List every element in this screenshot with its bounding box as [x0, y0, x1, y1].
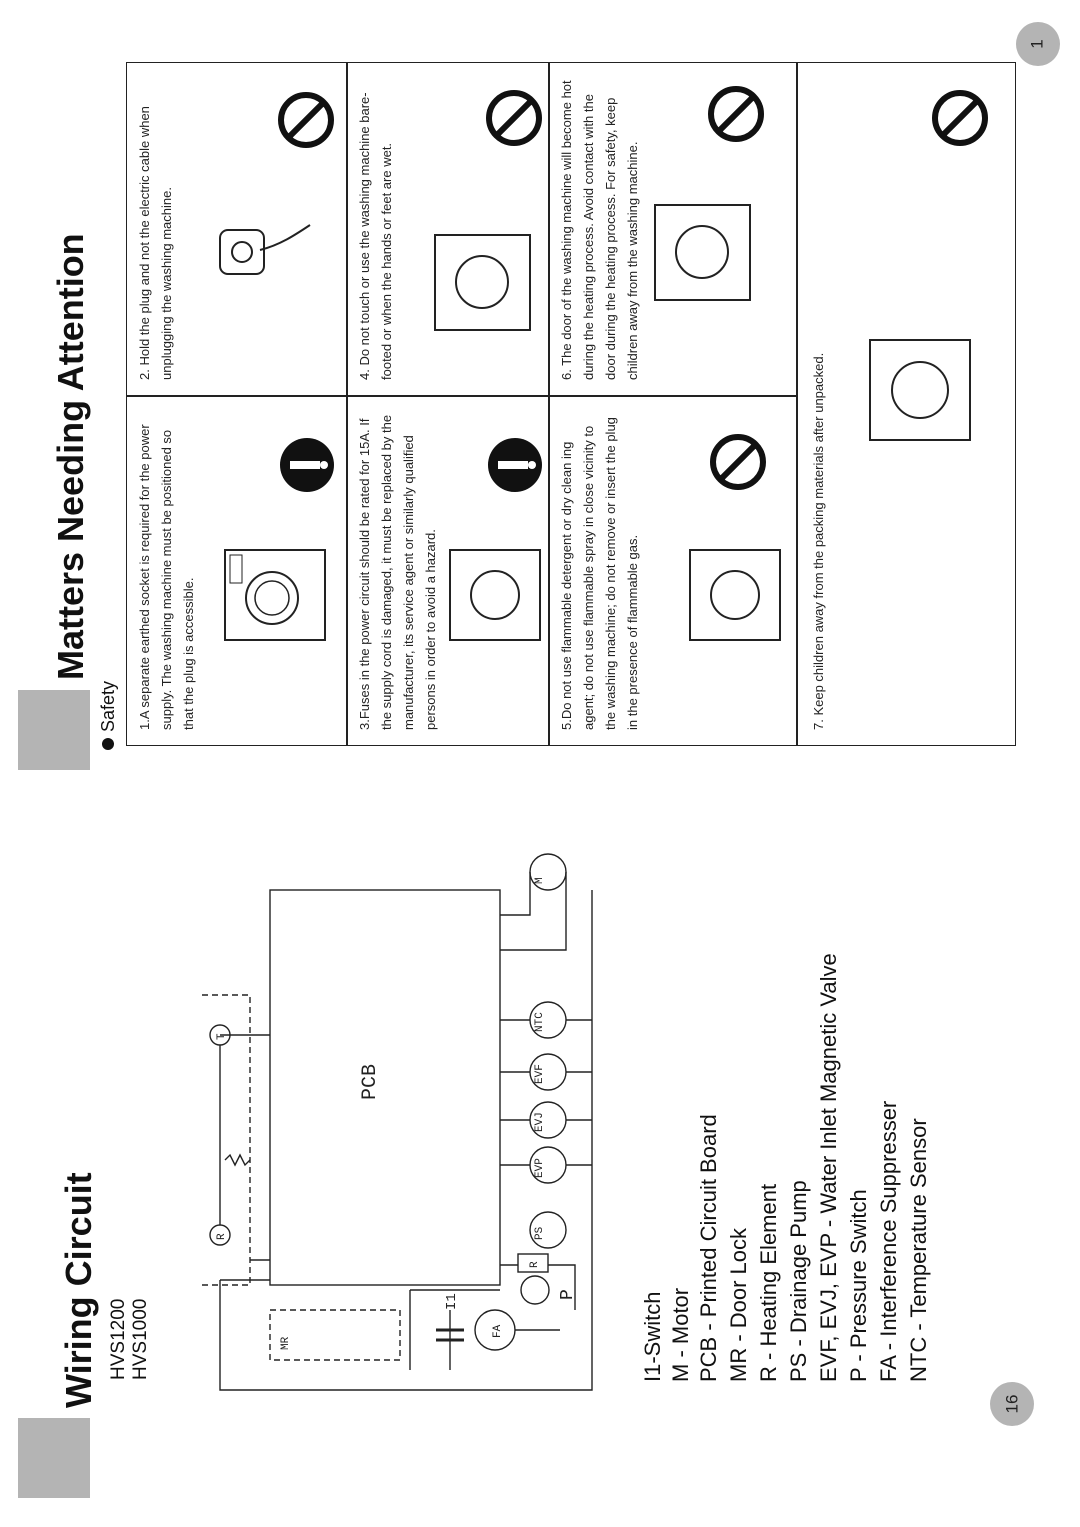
safety-item-5: 5.Do not use flammable detergent or dry …: [559, 417, 640, 730]
prohibited-icon: [932, 90, 988, 146]
safety-table: [126, 62, 1016, 746]
bullet-icon: [102, 738, 114, 750]
svg-text:P: P: [558, 1289, 578, 1300]
info-icon: [488, 438, 542, 492]
legend-item-4: MR - Door Lock: [726, 1227, 751, 1382]
prohibited-icon: [278, 92, 334, 148]
legend-item-10: NTC - Temperature Sensor: [906, 1118, 931, 1382]
legend-item-5: R - Heating Element: [756, 1183, 781, 1382]
safety-item-3: 3.Fuses in the power circuit should be r…: [357, 414, 438, 730]
pcb-box: [269, 889, 501, 1286]
page-number-right: 1: [1016, 22, 1060, 66]
safety-item-7: 7. Keep children away from the packing m…: [811, 352, 826, 730]
prohibited-icon: [710, 434, 766, 490]
safety-item-6: 6. The door of the washing machine will …: [559, 80, 640, 380]
legend-item-7: EVF, EVJ, EVP - Water Inlet Magnetic Val…: [816, 953, 841, 1382]
motor-box: [200, 994, 251, 1286]
safety-label: Safety: [98, 680, 118, 732]
washing-machine-illustration: [434, 234, 531, 331]
svg-text:M: M: [534, 877, 546, 884]
table-colline: [126, 395, 796, 397]
page-number-left: 16: [990, 1382, 1034, 1426]
attention-title: Matters Needing Attention: [50, 233, 91, 680]
washing-machine-illustration: [654, 204, 751, 301]
legend-item-8: P - Pressure Switch: [846, 1189, 871, 1382]
right-header-bar: [18, 690, 90, 770]
svg-text:EVP: EVP: [534, 1158, 546, 1178]
legend-item-2: M - Motor: [668, 1287, 693, 1382]
washing-machine-illustration: [689, 549, 781, 641]
svg-text:PS: PS: [534, 1226, 546, 1240]
plug-illustration: [219, 224, 311, 275]
safety-item-4: 4. Do not touch or use the washing machi…: [357, 92, 394, 380]
table-rowline-1: [346, 62, 348, 746]
door-lock-box: [269, 1309, 401, 1361]
model-1: HVS1200: [108, 1298, 129, 1380]
svg-text:FA: FA: [492, 1324, 504, 1338]
svg-text:EVF: EVF: [534, 1064, 546, 1084]
svg-text:NTC: NTC: [534, 1012, 546, 1032]
wiring-title: Wiring Circuit: [58, 1172, 99, 1408]
legend-item-3: PCB - Printed Circuit Board: [696, 1114, 721, 1382]
left-header-bar: [18, 1418, 90, 1498]
info-icon: [280, 438, 334, 492]
safety-item-2: 2. Hold the plug and not the electric ca…: [137, 106, 174, 380]
washing-machine-illustration: [449, 549, 541, 641]
svg-text:R: R: [529, 1261, 541, 1268]
svg-text:MR: MR: [280, 1336, 292, 1350]
wiring-diagram: PCB PS EVP EVJ EVF NTC M FA R P I1 MR R …: [200, 853, 593, 1391]
legend-item-6: PS - Drainage Pump: [786, 1180, 811, 1382]
child-and-machine-illustration: [869, 339, 971, 441]
svg-text:EVJ: EVJ: [534, 1112, 546, 1132]
table-rowline-3: [796, 62, 798, 746]
legend-item-9: FA - Interference Suppresser: [876, 1100, 901, 1382]
legend-item-1: I1-Switch: [640, 1291, 665, 1382]
prohibited-icon: [486, 90, 542, 146]
table-rowline-2: [548, 62, 550, 746]
washing-machine-illustration: [224, 549, 326, 641]
safety-item-1: 1.A separate earthed socket is required …: [137, 424, 196, 730]
pcb-label: PCB: [359, 1064, 382, 1100]
svg-text:T: T: [216, 1033, 228, 1040]
model-2: HVS1000: [130, 1298, 151, 1380]
svg-text:I1: I1: [444, 1293, 460, 1310]
svg-text:R: R: [216, 1233, 228, 1240]
prohibited-icon: [708, 86, 764, 142]
